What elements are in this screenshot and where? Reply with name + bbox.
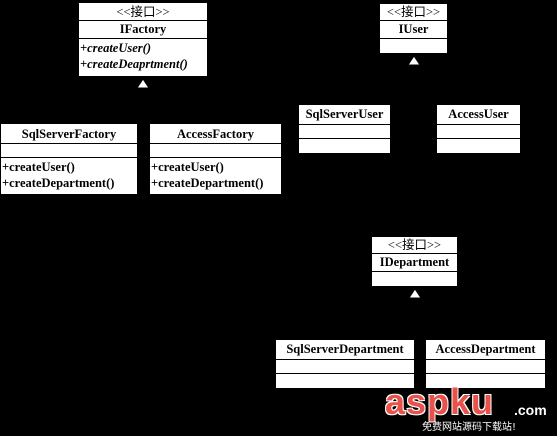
access-department-attributes (426, 360, 545, 374)
access-factory-op-create-user: +createUser() (151, 160, 224, 174)
sqlserver-factory-name: SqlServerFactory (1, 124, 137, 144)
access-user-name: AccessUser (437, 105, 520, 125)
ifactory-generalization-arrow (136, 79, 150, 89)
sqlserver-user-class: SqlServerUser (298, 104, 391, 154)
access-factory-operations: +createUser() +createDepartment() (150, 158, 281, 194)
access-factory-op-create-department: +createDepartment() (151, 176, 264, 190)
access-department-class: AccessDepartment (425, 339, 546, 389)
idepartment-interface: <<接口>> IDepartment (371, 236, 458, 287)
sqlserver-factory-op-create-department: +createDepartment() (2, 176, 115, 190)
sqlserver-department-class: SqlServerDepartment (275, 339, 415, 389)
iuser-interface: <<接口>> IUser (379, 3, 448, 54)
access-factory-name: AccessFactory (150, 124, 281, 144)
sqlserver-department-attributes (276, 360, 414, 374)
sqlserver-factory-attributes (1, 144, 137, 158)
sqlserver-user-attributes (299, 125, 390, 139)
iuser-generalization-arrow (407, 56, 421, 66)
access-user-attributes (437, 125, 520, 139)
sqlserver-factory-operations: +createUser() +createDepartment() (1, 158, 137, 194)
sqlserver-user-name: SqlServerUser (299, 105, 390, 125)
ifactory-op-create-department: +createDeaprtment() (80, 57, 188, 71)
ifactory-name: IFactory (79, 21, 207, 39)
iuser-empty-section (380, 39, 447, 53)
ifactory-operations: +createUser() +createDeaprtment() (79, 39, 207, 76)
sqlserver-department-name: SqlServerDepartment (276, 340, 414, 360)
watermark-suffix: .com (514, 402, 547, 418)
ifactory-interface: <<接口>> IFactory +createUser() +createDea… (78, 2, 208, 77)
sqlserver-factory-class: SqlServerFactory +createUser() +createDe… (0, 123, 138, 195)
idepartment-generalization-arrow (408, 289, 422, 299)
access-department-name: AccessDepartment (426, 340, 545, 360)
sqlserver-user-operations (299, 139, 390, 153)
access-factory-class: AccessFactory +createUser() +createDepar… (149, 123, 282, 195)
watermark-brand: aspku (385, 381, 495, 422)
access-user-operations (437, 139, 520, 153)
iuser-stereotype: <<接口>> (380, 4, 447, 21)
ifactory-stereotype: <<接口>> (79, 3, 207, 21)
idepartment-empty-section (372, 272, 457, 286)
sqlserver-factory-op-create-user: +createUser() (2, 160, 75, 174)
iuser-name: IUser (380, 21, 447, 39)
idepartment-stereotype: <<接口>> (372, 237, 457, 254)
access-factory-attributes (150, 144, 281, 158)
idepartment-name: IDepartment (372, 254, 457, 272)
ifactory-op-create-user: +createUser() (80, 41, 151, 55)
watermark-tagline: 免费网站源码下载站! (422, 422, 517, 433)
access-user-class: AccessUser (436, 104, 521, 154)
